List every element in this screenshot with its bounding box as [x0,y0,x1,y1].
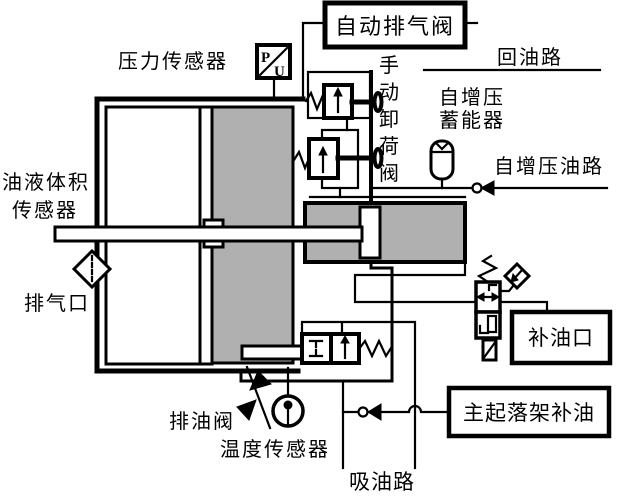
spring-icon [357,338,393,359]
manual-button-icon [372,147,384,169]
exhaust-port-label: 排气口 [24,292,90,315]
pu-p-label: P [261,50,270,66]
manual-button-icon [372,91,384,113]
oil-volume-sensor-rod [53,218,364,249]
main-gear-fill-label: 主起落架补油 [463,401,595,425]
svg-text:自增压: 自增压 [439,86,505,109]
return-line-label: 回油路 [497,46,563,69]
fill-port-box: 补油口 [509,309,613,366]
suction-line-label: 吸油路 [349,470,415,494]
drain-valve-label: 排油阀 [169,410,235,433]
piston-drain-channel [240,344,304,361]
exhaust-breather-icon [71,248,113,290]
manual-unload-valve-label: 手 动 卸 荷 阀 [379,54,401,185]
accumulator-label: 自增压 蓄能器 [439,86,505,132]
boost-oil-line-label: 自增压油路 [494,155,604,178]
temperature-sensor-label: 温度传感器 [220,438,330,461]
check-valve-icon [471,180,495,196]
pressure-sensor-label: 压力传感器 [118,50,228,73]
accumulator-icon [429,139,455,190]
pressure-sensor-pu-box: P U [255,43,292,101]
flow-arrow-icon [333,86,343,97]
svg-text:卸: 卸 [379,108,401,131]
manual-unload-valve-block [292,70,384,199]
main-gear-fill-line [341,403,451,421]
drain-stub-icon [481,338,498,362]
auto-exhaust-valve-label: 自动排气阀 [335,14,455,39]
svg-text:动: 动 [379,81,401,104]
svg-text:蓄能器: 蓄能器 [439,109,505,132]
pu-u-label: U [274,64,285,80]
flow-arrow-icon [340,334,350,344]
svg-text:阀: 阀 [379,162,401,185]
svg-text:手: 手 [379,54,401,77]
quick-coupler-icon [498,261,532,293]
svg-text:荷: 荷 [379,135,401,158]
spring-icon [476,254,499,284]
auto-exhaust-valve-box: 自动排气阀 [301,0,479,101]
oil-volume-sensor-label: 油液体积 传感器 [2,171,90,222]
temperature-sensor-icon [271,366,305,428]
main-gear-fill-box: 主起落架补油 [446,385,612,439]
unload-valve-2 [292,137,384,180]
svg-text:传感器: 传感器 [12,199,78,222]
fill-port-label: 补油口 [528,326,594,350]
bottom-pilot-valve [300,320,417,470]
unload-valve-1 [304,83,384,120]
check-valve-icon [357,403,382,421]
drain-valve-icon [236,365,272,430]
svg-text:油液体积: 油液体积 [2,171,90,194]
fill-valve [353,254,549,362]
flow-arrow-icon [318,145,328,156]
